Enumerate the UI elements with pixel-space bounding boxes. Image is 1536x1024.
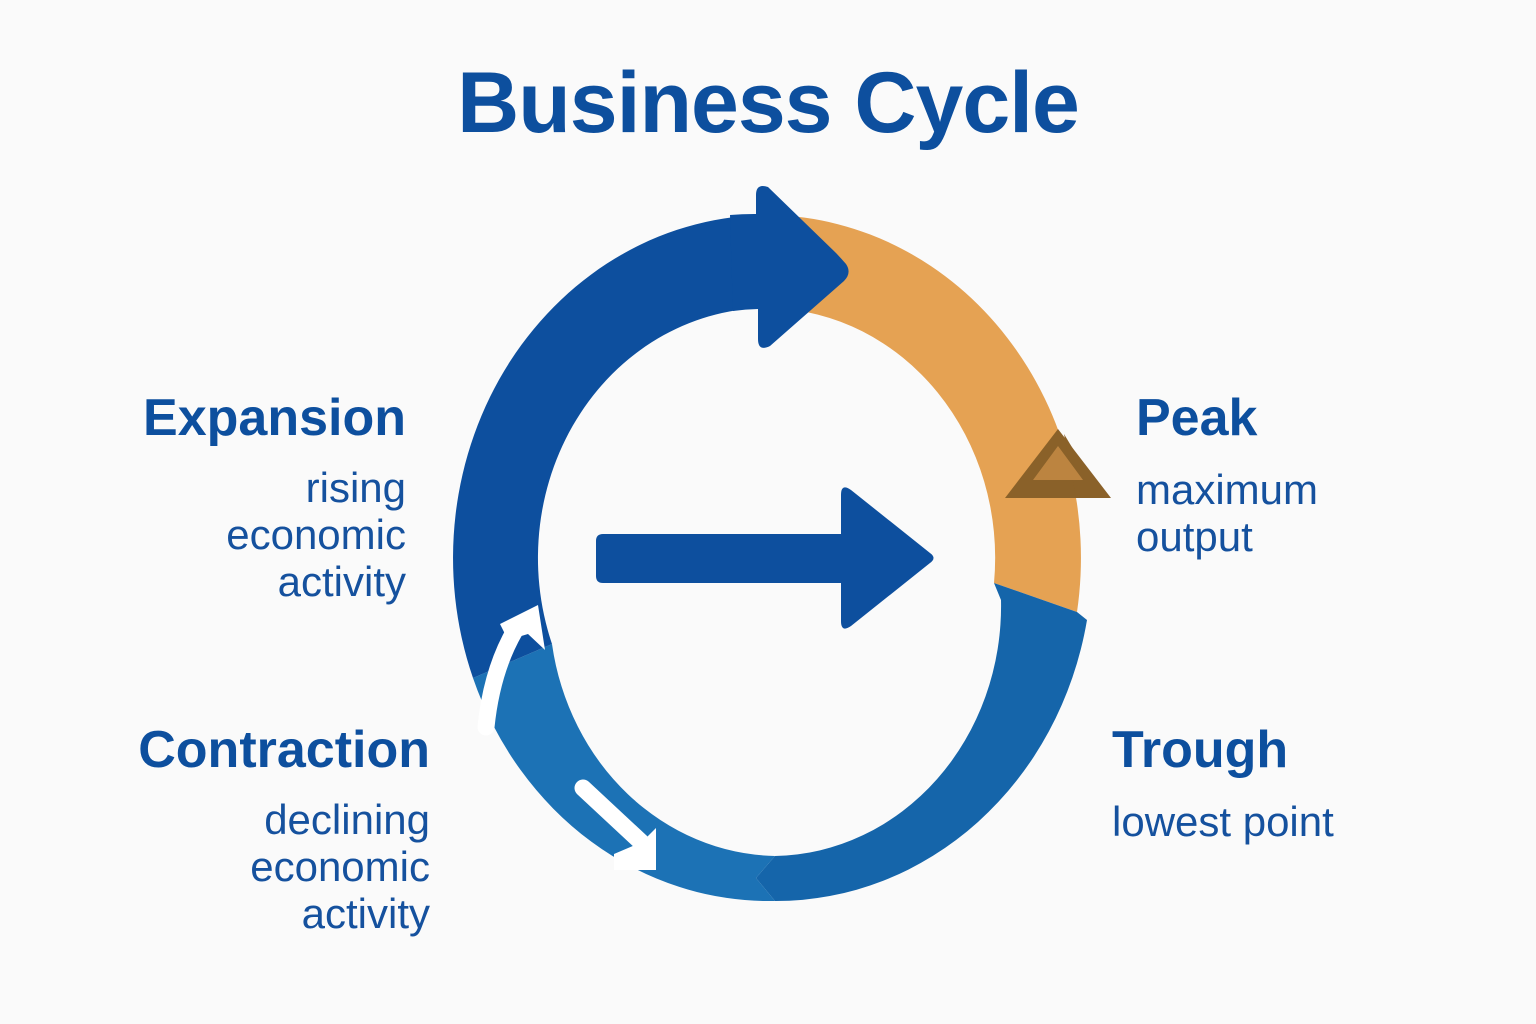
label-expansion-title: Expansion	[143, 389, 406, 447]
mountain-icon	[1005, 429, 1111, 498]
label-peak-desc: maximum output	[1136, 466, 1536, 560]
peak-segment[interactable]	[771, 215, 1081, 612]
label-trough-title: Trough	[1112, 721, 1289, 779]
label-expansion-desc-line: rising	[305, 464, 406, 511]
trough-segment[interactable]	[756, 583, 1087, 902]
label-peak-title: Peak	[1136, 389, 1258, 447]
label-expansion-desc: rising economic activity	[0, 464, 406, 605]
label-peak-desc-line: maximum	[1136, 466, 1319, 513]
label-contraction-title: Contraction	[138, 721, 430, 779]
label-expansion: Expansion rising economic activity	[0, 392, 406, 605]
curved-down-arrow-icon	[574, 779, 656, 870]
label-peak-desc-line: output	[1136, 513, 1253, 561]
cycle-ring	[418, 178, 1124, 924]
right-arrow-icon	[596, 487, 934, 629]
label-trough-desc: lowest point	[1112, 798, 1532, 845]
label-expansion-desc-line: economic	[226, 511, 406, 559]
contraction-segment[interactable]	[473, 644, 775, 902]
label-peak: Peak maximum output	[1136, 392, 1536, 560]
label-contraction-desc-line: economic	[250, 843, 430, 891]
label-trough: Trough lowest point	[1112, 724, 1532, 845]
label-contraction-desc-line: activity	[301, 890, 430, 938]
expansion-segment[interactable]	[453, 214, 771, 678]
label-contraction: Contraction declining economic activity	[0, 724, 430, 937]
page-title: Business Cycle	[457, 55, 1080, 151]
label-expansion-desc-line: activity	[277, 558, 406, 606]
label-contraction-desc: declining economic activity	[0, 796, 430, 937]
label-contraction-desc-line: declining	[264, 796, 430, 843]
cycle-ring-svg	[453, 186, 1111, 902]
expansion-arrowhead-icon	[730, 186, 849, 348]
curved-up-arrow-icon	[477, 605, 545, 736]
label-trough-desc-line: lowest point	[1112, 798, 1334, 845]
